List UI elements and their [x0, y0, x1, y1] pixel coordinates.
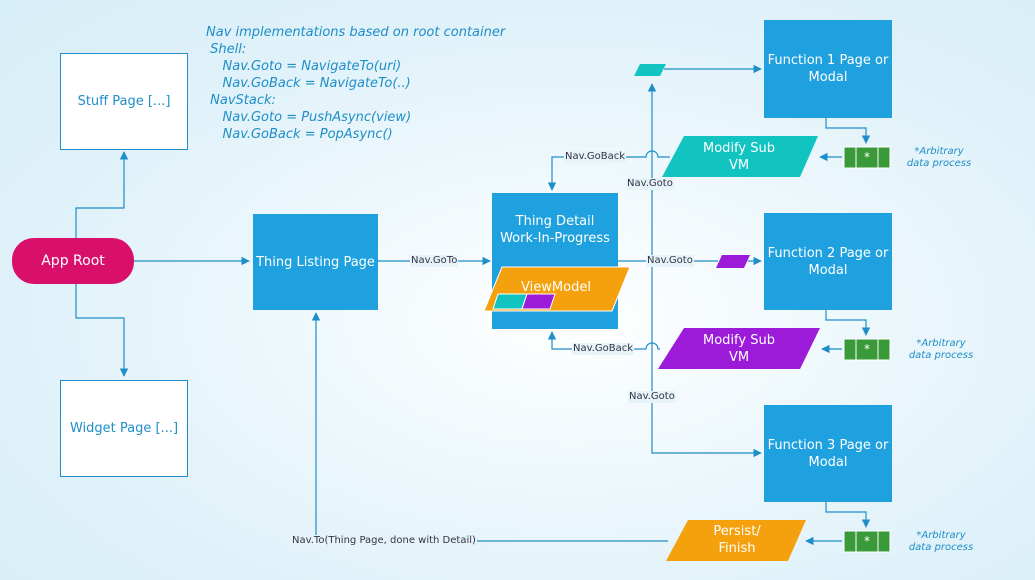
arbitrary-note-2: *Arbitrary data process	[896, 338, 986, 362]
arrow-modify1-to-detail	[547, 150, 670, 191]
function3-label-1: Function 3 Page or	[767, 437, 889, 453]
arbitrary-note-2-line-2: data process	[908, 350, 974, 361]
arbitrary-note-3-line-1: *Arbitrary	[916, 530, 966, 541]
modify-vm-2-label-2: VM	[728, 350, 750, 365]
data-box-2-symbol: *	[864, 342, 870, 356]
function3-label-2: Modal	[808, 454, 848, 470]
trunk-lower	[651, 261, 762, 458]
label-nav-goback-1: Nav.GoBack	[564, 151, 627, 163]
app-root-label: App Root	[41, 252, 105, 269]
arbitrary-note-1: *Arbitrary data process	[894, 146, 984, 170]
data-box-3	[843, 530, 891, 553]
note-line: Nav implementations based on root contai…	[206, 25, 506, 40]
arbitrary-note-3-line-2: data process	[908, 542, 974, 553]
modify-vm-2[interactable]: Modify Sub VM	[676, 331, 802, 367]
data-box-2	[843, 338, 891, 361]
viewmodel-shape	[483, 266, 631, 312]
label-nav-goto-listing: Nav.GoTo	[410, 255, 459, 267]
function3-node[interactable]: Function 3 Page or Modal	[764, 405, 892, 502]
modify-vm-1[interactable]: Modify Sub VM	[676, 139, 802, 175]
data-box-3-symbol: *	[864, 534, 870, 548]
data-box-1	[843, 146, 891, 169]
stuff-page-node[interactable]: Stuff Page [...]	[60, 53, 188, 150]
persist-finish-label-2: Finish	[718, 541, 756, 556]
modify-vm-1-label-1: Modify Sub	[703, 141, 775, 156]
note-line: Nav.GoBack = PopAsync()	[206, 127, 393, 142]
arbitrary-note-1-line-2: data process	[906, 158, 972, 169]
arrow-modify2-to-detail	[547, 331, 660, 350]
arrow-func3-to-data3	[825, 502, 871, 528]
param-teal-small	[634, 64, 666, 76]
widget-page-label: Widget Page [...]	[69, 421, 179, 436]
modify-vm-1-label-2: VM	[728, 158, 750, 173]
note-line: Nav.GoBack = NavigateTo(..)	[206, 76, 411, 91]
label-nav-goto-3: Nav.Goto	[628, 391, 676, 403]
stuff-page-label: Stuff Page [...]	[77, 94, 171, 109]
modify-vm-1-shape	[662, 136, 818, 177]
function1-node[interactable]: Function 1 Page or Modal	[764, 20, 892, 118]
widget-page-node[interactable]: Widget Page [...]	[60, 380, 188, 477]
function1-label-1: Function 1 Page or	[767, 53, 889, 68]
function2-node[interactable]: Function 2 Page or Modal	[764, 213, 892, 310]
thing-detail-label-2: Work-In-Progress	[500, 231, 610, 246]
thing-detail-label-1: Thing Detail	[515, 214, 595, 229]
label-nav-goback-2: Nav.GoBack	[572, 343, 635, 355]
thing-listing-label: Thing Listing Page	[256, 254, 375, 270]
data-box-1-symbol: *	[864, 150, 870, 164]
persist-finish[interactable]: Persist/ Finish	[676, 522, 798, 558]
label-nav-goto-2: Nav.Goto	[646, 255, 694, 267]
arbitrary-note-3: *Arbitrary data process	[896, 530, 986, 554]
viewmodel-label: ViewModel	[521, 279, 591, 295]
thing-listing-node[interactable]: Thing Listing Page	[253, 214, 378, 310]
arrow-root-to-stuff	[75, 151, 129, 238]
arrow-func2-to-data2	[825, 310, 871, 336]
arrow-func1-to-data1	[825, 118, 871, 144]
label-nav-goto-1: Nav.Goto	[626, 178, 674, 190]
note-line: Nav.Goto = NavigateTo(uri)	[206, 59, 402, 74]
note-line: Nav.Goto = PushAsync(view)	[206, 110, 412, 125]
note-line: Shell:	[206, 42, 247, 57]
arbitrary-note-1-line-1: *Arbitrary	[914, 146, 964, 157]
app-root-node[interactable]: App Root	[12, 238, 134, 284]
persist-finish-shape	[666, 520, 806, 561]
modify-vm-2-shape	[658, 328, 820, 369]
param-purple-small	[716, 255, 750, 268]
function2-label-1: Function 2 Page or	[767, 245, 889, 261]
label-nav-to-thing: Nav.To(Thing Page, done with Detail)	[291, 535, 477, 547]
function2-label-2: Modal	[808, 262, 848, 278]
function1-label-2: Modal	[808, 70, 848, 85]
arrow-root-to-widget	[75, 284, 129, 377]
arbitrary-note-2-line-1: *Arbitrary	[916, 338, 966, 349]
note-line: NavStack:	[206, 93, 276, 108]
persist-finish-label-1: Persist/	[713, 524, 761, 539]
modify-vm-2-label-1: Modify Sub	[703, 333, 775, 348]
